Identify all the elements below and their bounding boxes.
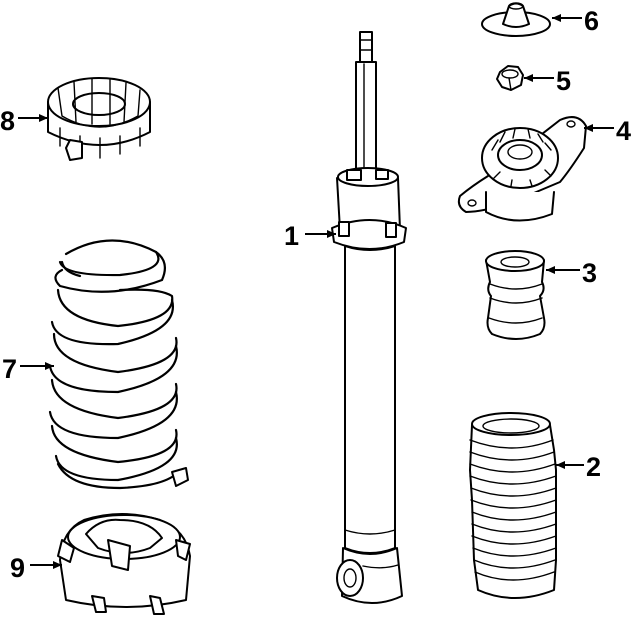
callout-1: 1 bbox=[284, 221, 299, 251]
callout-6: 6 bbox=[584, 6, 599, 36]
callout-3: 3 bbox=[582, 258, 597, 288]
upper-spring-insulator bbox=[47, 77, 151, 161]
dust-boot bbox=[469, 412, 557, 599]
callout-7: 7 bbox=[2, 354, 17, 384]
callout-numbers: 1 2 3 4 5 6 7 8 9 bbox=[0, 6, 631, 583]
callout-2: 2 bbox=[586, 452, 601, 482]
coil-spring bbox=[48, 239, 189, 490]
shock-absorber bbox=[331, 31, 407, 604]
callout-5: 5 bbox=[556, 66, 571, 96]
bump-stop bbox=[485, 250, 546, 340]
dust-cap bbox=[481, 2, 551, 37]
lower-spring-seat bbox=[57, 513, 191, 615]
callout-9: 9 bbox=[10, 553, 25, 583]
callout-8: 8 bbox=[0, 106, 15, 136]
leader-lines bbox=[18, 14, 614, 569]
nut bbox=[496, 65, 524, 91]
upper-mount bbox=[457, 116, 587, 222]
callout-4: 4 bbox=[616, 116, 631, 146]
